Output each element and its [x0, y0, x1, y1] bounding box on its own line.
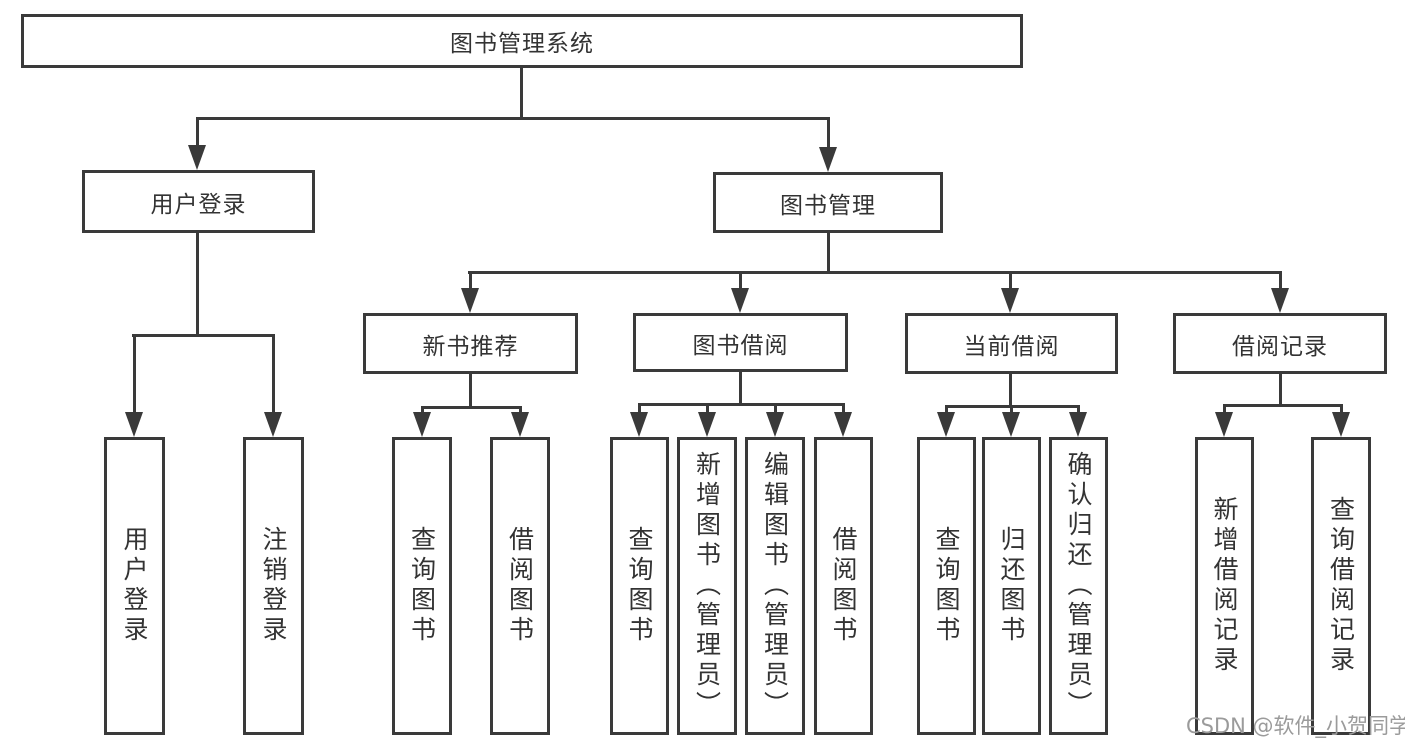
node-borrow-records-label: 借阅记录 [1232, 333, 1328, 360]
node-book-borrow-label: 图书借阅 [692, 332, 789, 359]
connector-drop-bb-borrow [842, 403, 845, 412]
arrowhead-down [1001, 288, 1019, 313]
arrowhead-down [1002, 412, 1020, 437]
leaf-borrow-add-books-admin: 新增图书（管理员） [677, 437, 737, 735]
connector-drop-cb-return [1010, 405, 1013, 413]
arrowhead-down [188, 145, 206, 170]
node-user-login: 用户登录 [82, 170, 315, 233]
leaf-records-query-record-label: 查询借阅记录 [1326, 496, 1356, 676]
node-new-book-recommend-label: 新书推荐 [422, 333, 519, 360]
leaf-recommend-query-books-label: 查询图书 [407, 526, 437, 646]
connector-drop-book-management [827, 117, 830, 150]
node-new-book-recommend: 新书推荐 [363, 313, 578, 374]
node-borrow-records: 借阅记录 [1173, 313, 1387, 374]
node-book-management: 图书管理 [713, 172, 943, 233]
arrowhead-down [1271, 288, 1289, 313]
connector-current-borrow-trunk [1009, 373, 1012, 408]
leaf-recommend-query-books: 查询图书 [392, 437, 452, 735]
connector-drop-borrow-records [1279, 271, 1282, 290]
leaf-records-query-record: 查询借阅记录 [1311, 437, 1371, 735]
connector-drop-bb-edit [774, 403, 777, 412]
node-current-borrow-label: 当前借阅 [963, 333, 1060, 360]
node-book-borrow: 图书借阅 [633, 313, 848, 372]
connector-level2-rail [468, 271, 1282, 274]
leaf-logout-label: 注销登录 [259, 526, 288, 646]
csdn-watermark: CSDN @软件_小贺同学 [1186, 714, 1405, 738]
connector-drop-leaf-user-login [133, 334, 136, 412]
arrowhead-down [1069, 412, 1087, 437]
leaf-borrow-borrow-books-label: 借阅图书 [829, 526, 858, 646]
connector-borrow-records-trunk [1279, 373, 1282, 407]
connector-recommend-rail [421, 406, 521, 409]
leaf-borrow-borrow-books: 借阅图书 [814, 437, 873, 735]
connector-level1-rail [196, 117, 830, 120]
arrowhead-down [1332, 412, 1350, 437]
node-user-login-label: 用户登录 [150, 191, 247, 218]
connector-drop-new-book-recommend [469, 271, 472, 290]
connector-drop-user-login [196, 117, 199, 148]
leaf-borrow-query-books-label: 查询图书 [625, 526, 654, 646]
leaf-borrow-query-books: 查询图书 [610, 437, 669, 735]
arrowhead-down [1215, 412, 1233, 437]
connector-drop-cb-confirm [1077, 405, 1080, 413]
leaf-current-return-books: 归还图书 [982, 437, 1041, 735]
connector-book-borrow-rail [638, 403, 844, 406]
arrowhead-down [731, 288, 749, 313]
leaf-borrow-edit-books-admin-label: 编辑图书（管理员） [760, 451, 790, 721]
connector-drop-bb-add [706, 403, 709, 412]
leaf-user-login: 用户登录 [104, 437, 165, 735]
connector-drop-rec-borrow [519, 406, 522, 414]
connector-user-login-rail [132, 334, 275, 337]
arrowhead-down [461, 288, 479, 313]
leaf-current-confirm-return-admin: 确认归还（管理员） [1049, 437, 1108, 735]
arrowhead-down [698, 412, 716, 437]
connector-drop-current-borrow [1009, 271, 1012, 290]
connector-book-borrow-trunk [739, 371, 742, 406]
node-root-label: 图书管理系统 [450, 31, 594, 57]
leaf-current-query-books-label: 查询图书 [932, 526, 961, 646]
leaf-current-query-books: 查询图书 [917, 437, 976, 735]
connector-drop-bb-query [638, 403, 641, 412]
connector-user-login-trunk [196, 232, 199, 337]
connector-drop-cb-query [945, 405, 948, 413]
leaf-user-login-label: 用户登录 [120, 526, 149, 646]
leaf-current-return-books-label: 归还图书 [997, 526, 1026, 646]
arrowhead-down [511, 412, 529, 437]
arrowhead-down [413, 412, 431, 437]
node-current-borrow: 当前借阅 [905, 313, 1118, 374]
arrowhead-down [630, 412, 648, 437]
leaf-current-confirm-return-admin-label: 确认归还（管理员） [1064, 451, 1093, 721]
connector-root-trunk [520, 66, 523, 119]
leaf-recommend-borrow-books-label: 借阅图书 [505, 526, 535, 646]
connector-drop-br-add [1223, 404, 1226, 413]
connector-recommend-trunk [469, 373, 472, 409]
leaf-borrow-add-books-admin-label: 新增图书（管理员） [692, 451, 722, 721]
leaf-records-add-record: 新增借阅记录 [1195, 437, 1254, 735]
connector-drop-book-borrow [739, 271, 742, 290]
node-book-management-label: 图书管理 [780, 192, 876, 219]
arrowhead-down [834, 412, 852, 437]
connector-book-management-trunk [827, 232, 830, 274]
leaf-logout: 注销登录 [243, 437, 304, 735]
arrowhead-down [819, 147, 837, 172]
leaf-borrow-edit-books-admin: 编辑图书（管理员） [745, 437, 805, 735]
connector-borrow-records-rail [1223, 404, 1342, 407]
arrowhead-down [125, 412, 143, 437]
leaf-recommend-borrow-books: 借阅图书 [490, 437, 550, 735]
arrowhead-down [264, 412, 282, 437]
arrowhead-down [937, 412, 955, 437]
leaf-records-add-record-label: 新增借阅记录 [1210, 496, 1239, 676]
connector-drop-rec-query [421, 406, 424, 414]
connector-drop-br-query [1340, 404, 1343, 413]
connector-drop-leaf-logout [272, 334, 275, 412]
arrowhead-down [766, 412, 784, 437]
node-root: 图书管理系统 [21, 14, 1023, 68]
